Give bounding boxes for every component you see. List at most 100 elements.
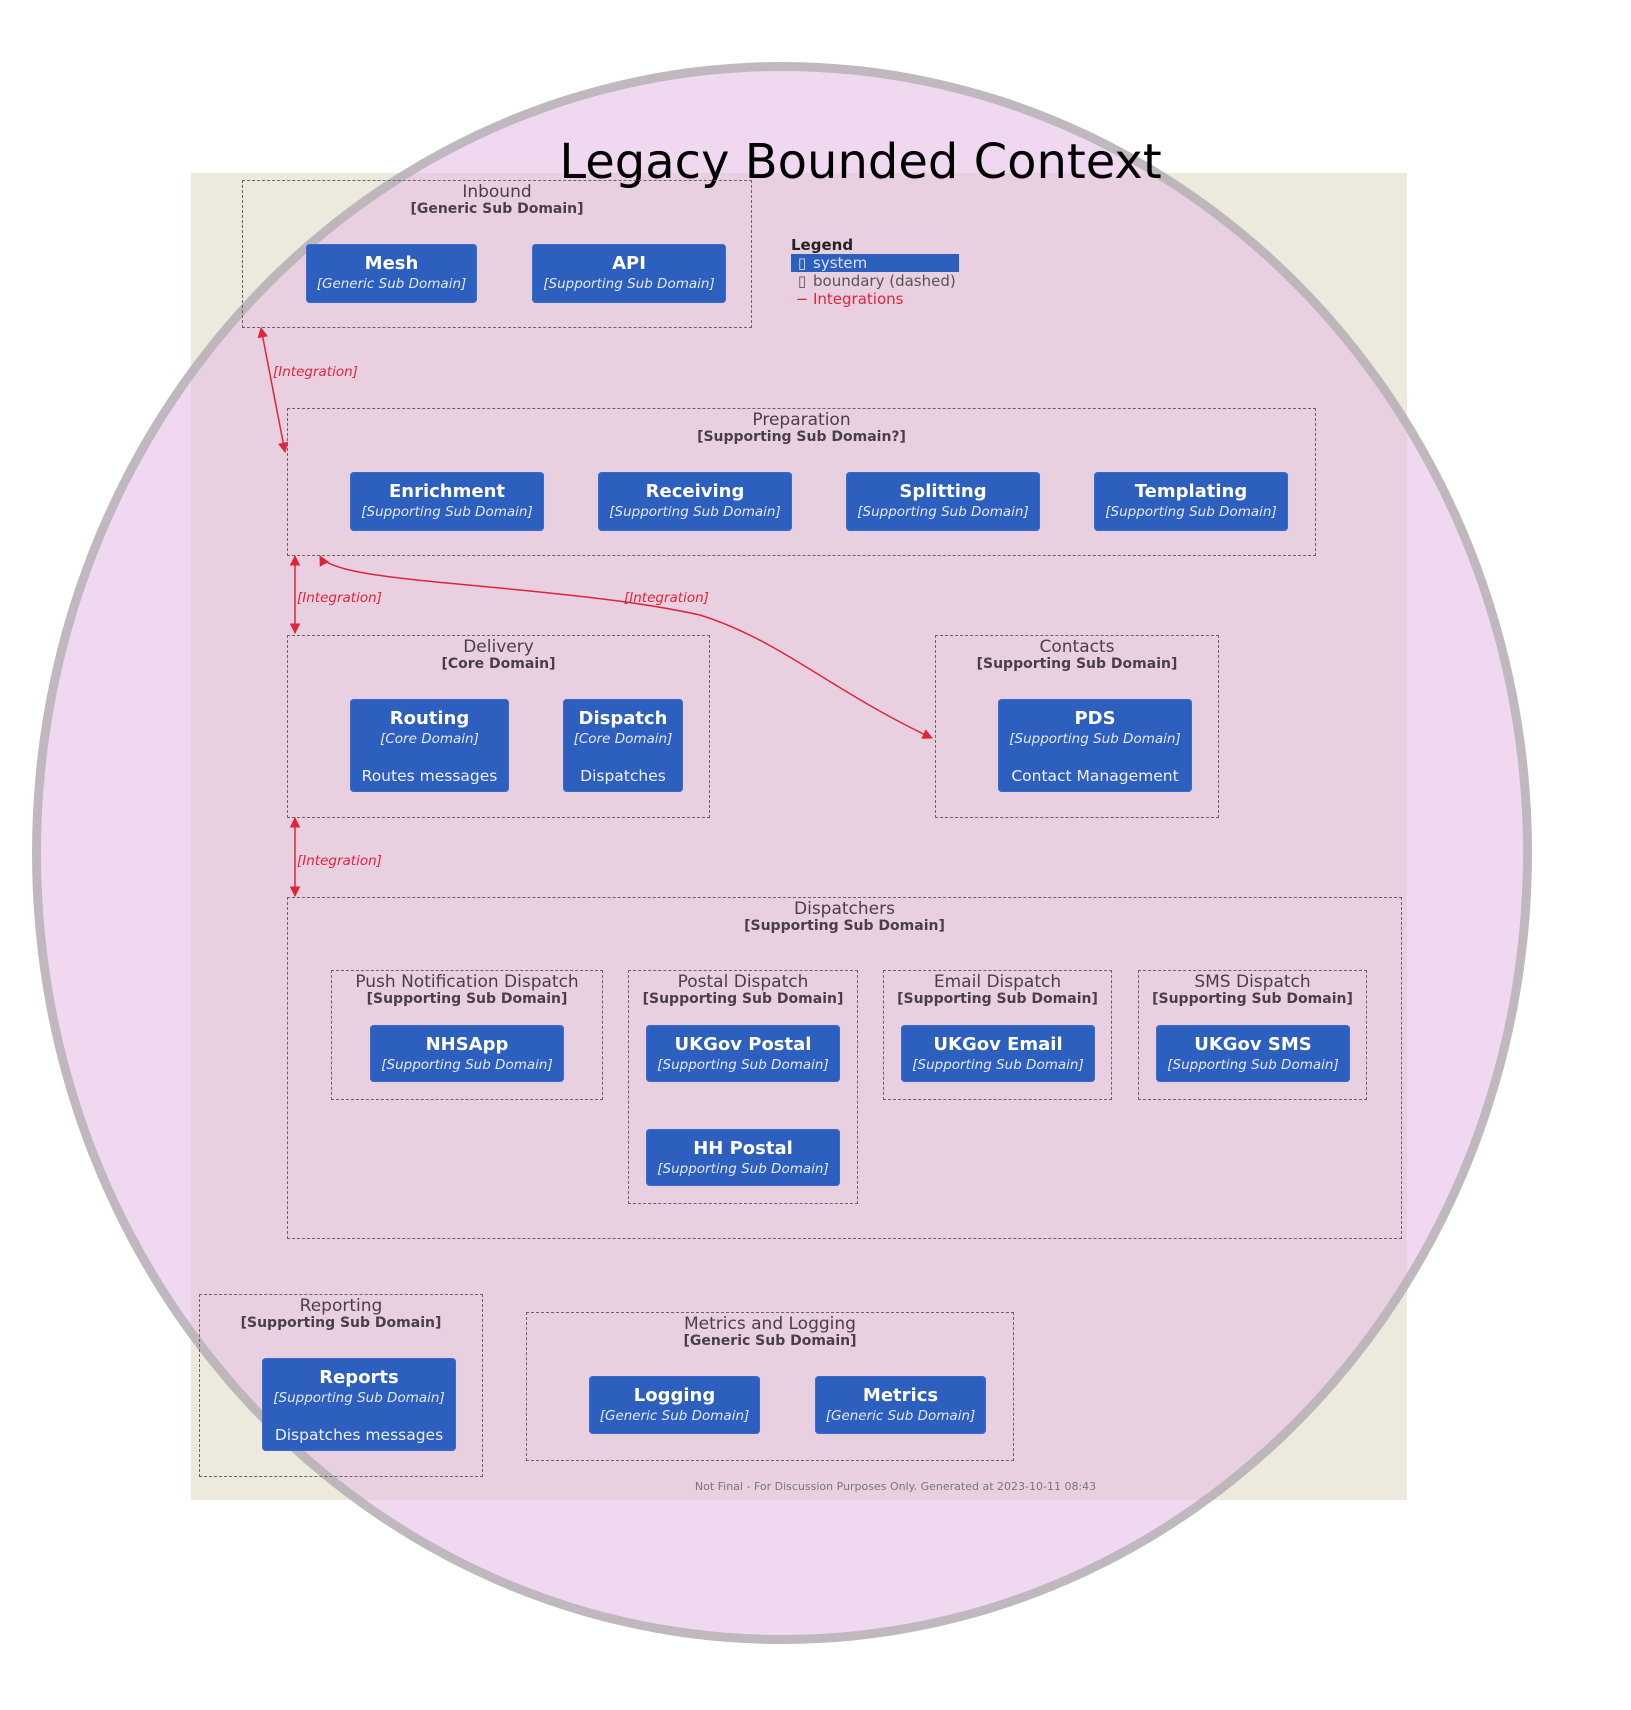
system-name: Reports [319, 1367, 399, 1388]
legend-boundary: ▯boundary (dashed) [791, 272, 991, 290]
system-subtitle: [Supporting Sub Domain] [609, 504, 781, 520]
system-subtitle: [Supporting Sub Domain] [543, 276, 715, 292]
system-subtitle: [Supporting Sub Domain] [912, 1057, 1084, 1073]
legend: Legend ▯system ▯boundary (dashed) −Integ… [791, 236, 991, 308]
edge-label-preparation-contacts: [Integration] [624, 590, 709, 606]
edge-label-inbound-preparation: [Integration] [273, 364, 358, 380]
system-reports[interactable]: Reports [Supporting Sub Domain] Dispatch… [262, 1358, 456, 1451]
system-routing[interactable]: Routing [Core Domain] Routes messages [350, 699, 509, 792]
system-subtitle: [Generic Sub Domain] [316, 276, 467, 292]
system-subtitle: [Generic Sub Domain] [825, 1408, 976, 1424]
system-name: Splitting [899, 481, 987, 502]
edge-preparation-contacts [319, 555, 933, 739]
system-name: UKGov Email [933, 1034, 1063, 1055]
system-subtitle: [Supporting Sub Domain] [361, 504, 533, 520]
boundary-title: Dispatchers [794, 899, 895, 919]
boundary-title: Delivery [463, 637, 534, 657]
boundary-reporting: Reporting [Supporting Sub Domain] [199, 1294, 483, 1477]
system-subtitle: [Supporting Sub Domain] [657, 1057, 829, 1073]
system-name: Metrics [862, 1385, 939, 1406]
edge-inbound-preparation [257, 326, 289, 454]
system-subtitle: [Core Domain] [573, 731, 673, 747]
system-enrichment[interactable]: Enrichment [Supporting Sub Domain] [350, 472, 544, 531]
system-ukgov-email[interactable]: UKGov Email [Supporting Sub Domain] [901, 1025, 1095, 1082]
boundary-title: Inbound [462, 182, 532, 202]
system-swatch-icon: ▯ [797, 254, 807, 272]
system-name: Dispatch [578, 708, 668, 729]
system-ukgov-postal[interactable]: UKGov Postal [Supporting Sub Domain] [646, 1025, 840, 1082]
boundary-preparation: Preparation [Supporting Sub Domain?] [287, 408, 1316, 556]
boundary-subtitle: [Core Domain] [441, 656, 556, 672]
boundary-title: Metrics and Logging [684, 1314, 856, 1334]
system-subtitle: [Generic Sub Domain] [599, 1408, 750, 1424]
boundary-subtitle: [Supporting Sub Domain] [976, 656, 1178, 672]
integration-line-icon: − [795, 290, 809, 308]
system-subtitle: [Supporting Sub Domain] [381, 1057, 553, 1073]
boundary-title: Preparation [752, 410, 851, 430]
system-splitting[interactable]: Splitting [Supporting Sub Domain] [846, 472, 1040, 531]
boundary-subtitle: [Supporting Sub Domain] [744, 918, 945, 934]
system-hh-postal[interactable]: HH Postal [Supporting Sub Domain] [646, 1129, 840, 1186]
boundary-subtitle: [Supporting Sub Domain] [366, 991, 568, 1007]
system-logging[interactable]: Logging [Generic Sub Domain] [589, 1376, 760, 1434]
system-name: Templating [1134, 481, 1248, 502]
boundary-title: Contacts [1039, 637, 1115, 657]
boundary-title: Push Notification Dispatch [355, 972, 579, 992]
system-subtitle: [Supporting Sub Domain] [857, 504, 1029, 520]
boundary-title: SMS Dispatch [1194, 972, 1311, 992]
system-name: UKGov SMS [1194, 1034, 1312, 1055]
system-mesh[interactable]: Mesh [Generic Sub Domain] [306, 244, 477, 303]
legend-integrations: −Integrations [791, 290, 991, 308]
system-subtitle: [Supporting Sub Domain] [273, 1390, 445, 1406]
boundary-subtitle: [Generic Sub Domain] [410, 201, 584, 217]
system-name: Enrichment [388, 481, 506, 502]
boundary-delivery: Delivery [Core Domain] [287, 635, 710, 818]
system-name: API [612, 253, 646, 274]
system-name: NHSApp [425, 1034, 509, 1055]
system-description: Contact Management [1011, 767, 1179, 785]
system-pds[interactable]: PDS [Supporting Sub Domain] Contact Mana… [998, 699, 1192, 792]
system-subtitle: [Supporting Sub Domain] [1167, 1057, 1339, 1073]
boundary-sms-dispatch: SMS Dispatch [Supporting Sub Domain] [1138, 970, 1367, 1100]
boundary-subtitle: [Supporting Sub Domain] [1152, 991, 1353, 1007]
system-subtitle: [Core Domain] [380, 731, 479, 747]
boundary-postal-dispatch: Postal Dispatch [Supporting Sub Domain] [628, 970, 858, 1204]
system-receiving[interactable]: Receiving [Supporting Sub Domain] [598, 472, 792, 531]
boundary-subtitle: [Supporting Sub Domain] [642, 991, 844, 1007]
footer-note: Not Final - For Discussion Purposes Only… [694, 1480, 1097, 1493]
boundary-subtitle: [Supporting Sub Domain] [897, 991, 1098, 1007]
system-nhsapp[interactable]: NHSApp [Supporting Sub Domain] [370, 1025, 564, 1082]
boundary-subtitle: [Supporting Sub Domain] [240, 1315, 442, 1331]
system-name: HH Postal [693, 1138, 793, 1159]
system-ukgov-sms[interactable]: UKGov SMS [Supporting Sub Domain] [1156, 1025, 1350, 1082]
boundary-swatch-icon: ▯ [797, 272, 807, 290]
system-description: Routes messages [361, 767, 498, 785]
system-description: Dispatches [580, 767, 666, 785]
system-metrics[interactable]: Metrics [Generic Sub Domain] [815, 1376, 986, 1434]
boundary-metrics-and-logging: Metrics and Logging [Generic Sub Domain] [526, 1312, 1014, 1461]
system-subtitle: [Supporting Sub Domain] [657, 1161, 829, 1177]
boundary-title: Postal Dispatch [677, 972, 809, 992]
system-templating[interactable]: Templating [Supporting Sub Domain] [1094, 472, 1288, 531]
edge-label-delivery-dispatchers: [Integration] [297, 853, 382, 869]
system-name: Receiving [645, 481, 745, 502]
boundary-title: Reporting [299, 1296, 383, 1316]
system-name: PDS [1074, 708, 1116, 729]
boundary-contacts: Contacts [Supporting Sub Domain] [935, 635, 1219, 818]
system-dispatch[interactable]: Dispatch [Core Domain] Dispatches [563, 699, 683, 792]
boundary-title: Email Dispatch [933, 972, 1062, 992]
system-name: UKGov Postal [674, 1034, 812, 1055]
system-subtitle: [Supporting Sub Domain] [1105, 504, 1277, 520]
boundary-subtitle: [Supporting Sub Domain?] [697, 429, 906, 445]
system-name: Mesh [364, 253, 419, 274]
legend-system: ▯system [791, 254, 959, 272]
boundary-inbound: Inbound [Generic Sub Domain] [242, 180, 752, 328]
boundary-subtitle: [Generic Sub Domain] [683, 1333, 857, 1349]
boundary-email-dispatch: Email Dispatch [Supporting Sub Domain] [883, 970, 1112, 1100]
system-description: Dispatches messages [274, 1426, 444, 1444]
legend-title: Legend [791, 236, 854, 254]
system-subtitle: [Supporting Sub Domain] [1009, 731, 1181, 747]
system-api[interactable]: API [Supporting Sub Domain] [532, 244, 726, 303]
system-name: Routing [389, 708, 470, 729]
